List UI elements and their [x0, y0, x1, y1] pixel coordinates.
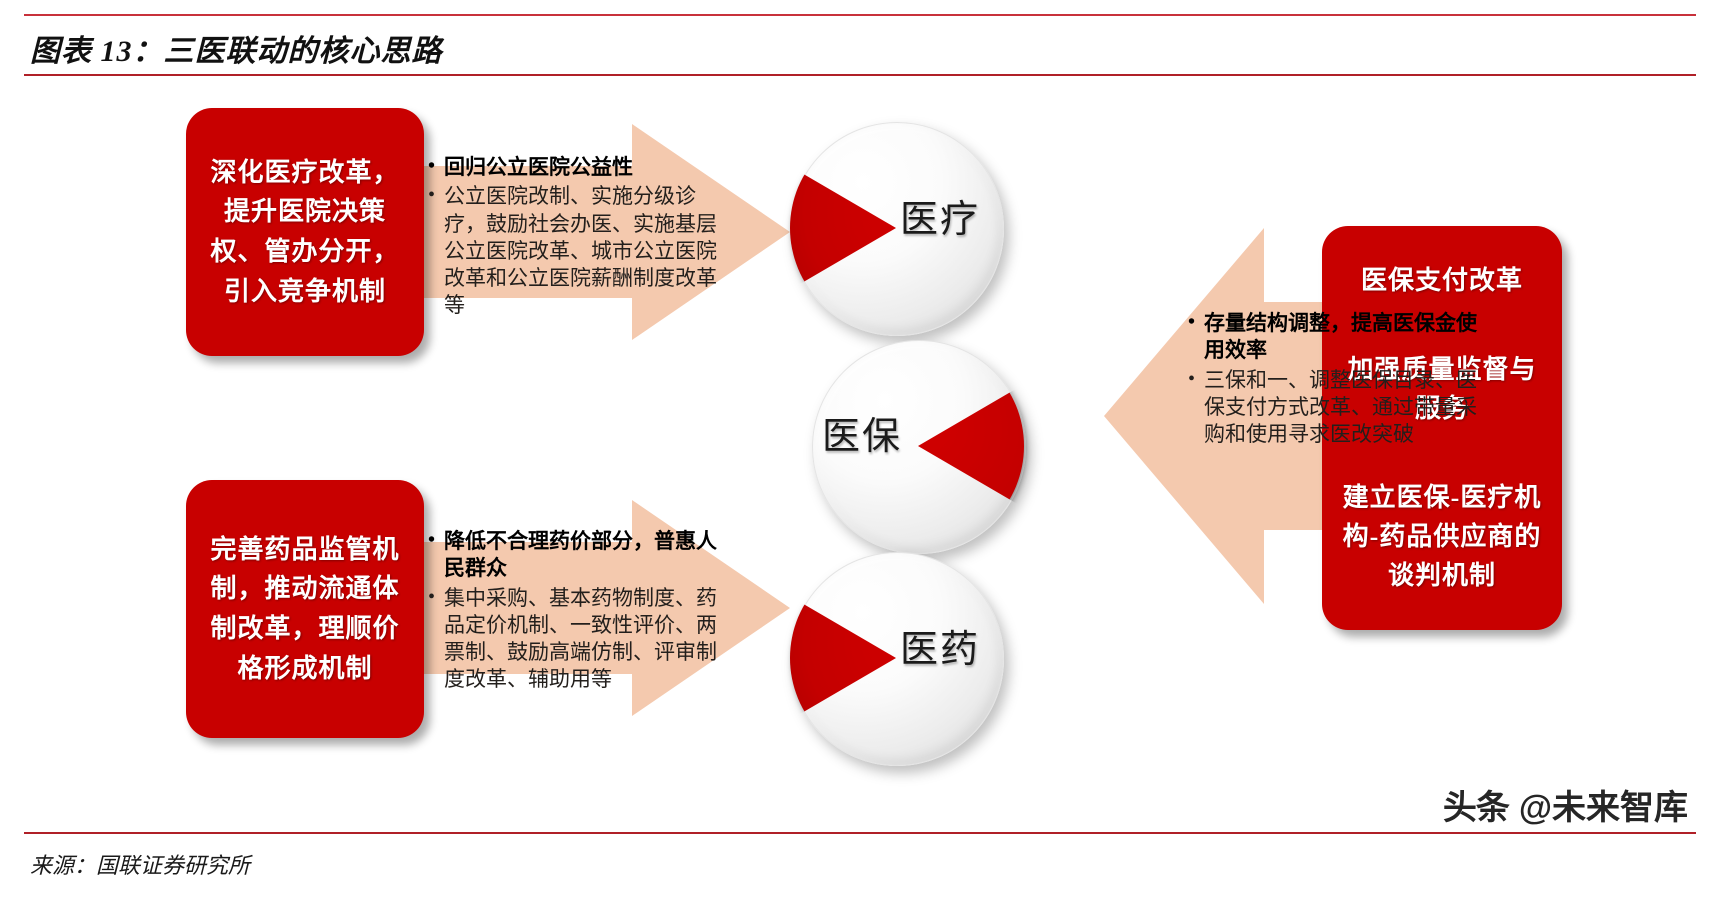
box-drug-reform: 完善药品监管机制，推动流通体制改革，理顺价格形成机制 — [186, 480, 424, 738]
sphere-medical-label: 医疗 — [900, 199, 981, 241]
bullet-medical-lead: 回归公立医院公益性 — [428, 153, 718, 181]
header-top-rule — [24, 14, 1696, 16]
source-note: 来源：国联证券研究所 — [30, 853, 251, 878]
box-drug-reform-label: 完善药品监管机制，推动流通体制改革，理顺价格形成机制 — [210, 534, 400, 683]
bullet-drug-detail: 集中采购、基本药物制度、药品定价机制、一致性评价、两票制、鼓励高端仿制、评审制度… — [428, 584, 718, 694]
box-insurance-line-3: 建立医保-医疗机构-药品供应商的谈判机制 — [1342, 483, 1542, 590]
box-medical-reform-label: 深化医疗改革，提升医院决策权、管办分开，引入竞争机制 — [210, 157, 400, 306]
bullets-drug: 降低不合理药价部分，普惠人民群众 集中采购、基本药物制度、药品定价机制、一致性评… — [428, 527, 718, 696]
bullet-insurance-lead: 存量结构调整，提高医保金使用效率 — [1188, 309, 1478, 365]
bullet-medical-detail: 公立医院改制、实施分级诊疗，鼓励社会办医、实施基层公立医院改革、城市公立医院改革… — [428, 182, 718, 319]
header-bottom-rule — [24, 74, 1696, 76]
bullets-insurance: 存量结构调整，提高医保金使用效率 三保和一、调整医保目录、医保支付方式改革、通过… — [1188, 309, 1478, 450]
watermark-text: @未来智库 — [1518, 789, 1688, 827]
bullet-drug-lead: 降低不合理药价部分，普惠人民群众 — [428, 527, 718, 583]
page-title: 图表 13：三医联动的核心思路 — [30, 35, 443, 68]
box-insurance-reform: 医保支付改革 加强质量监督与服务 建立医保-医疗机构-药品供应商的谈判机制 — [1322, 226, 1562, 630]
box-medical-reform: 深化医疗改革，提升医院决策权、管办分开，引入竞争机制 — [186, 108, 424, 356]
watermark-logo: 头条 — [1442, 789, 1510, 827]
box-insurance-line-1: 医保支付改革 — [1360, 266, 1523, 295]
sphere-drug-label: 医药 — [900, 629, 981, 671]
bullet-insurance-detail: 三保和一、调整医保目录、医保支付方式改革、通过带量采购和使用寻求医改突破 — [1188, 366, 1478, 449]
sphere-insurance-label: 医保 — [822, 416, 903, 458]
footer-rule — [24, 832, 1696, 834]
watermark: 头条 @未来智库 — [1443, 780, 1688, 829]
bullets-medical: 回归公立医院公益性 公立医院改制、实施分级诊疗，鼓励社会办医、实施基层公立医院改… — [428, 153, 718, 322]
